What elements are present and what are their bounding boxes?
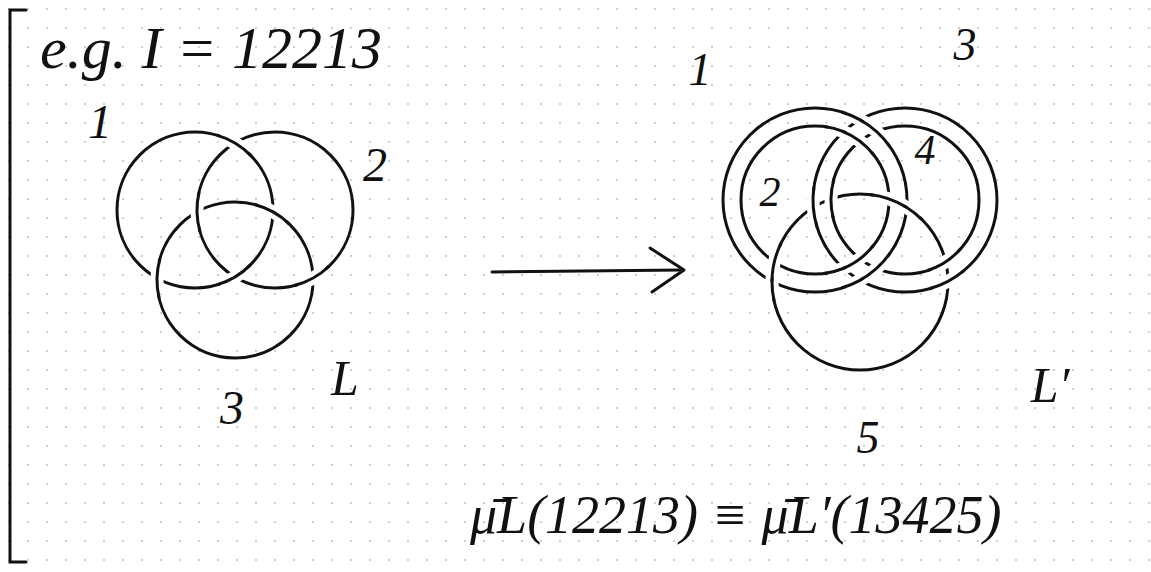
- link-diagram: [723, 108, 997, 370]
- crossing: [157, 258, 160, 298]
- link-component: [117, 132, 273, 288]
- over-strand: [813, 187, 817, 227]
- link-name: L: [331, 353, 359, 403]
- link-component: [831, 126, 979, 274]
- link-component: [197, 132, 353, 288]
- over-strand: [217, 135, 251, 155]
- example-heading: e.g. I = 12213: [40, 18, 382, 78]
- component-number: 1: [689, 47, 712, 93]
- over-strand: [294, 266, 329, 285]
- component-number: 4: [915, 129, 936, 171]
- crossing: [772, 243, 781, 282]
- crossing: [217, 135, 251, 155]
- crossing: [843, 131, 874, 155]
- over-strand: [843, 131, 874, 155]
- component-number: 3: [954, 22, 977, 68]
- over-strand: [772, 243, 781, 282]
- arrow-head: [650, 248, 684, 292]
- map-arrow: [492, 248, 684, 292]
- link-component: [813, 108, 997, 292]
- over-strand: [197, 192, 200, 232]
- link-diagram: [117, 132, 353, 358]
- crossing: [813, 187, 817, 227]
- over-strand: [157, 258, 160, 298]
- link-component: [723, 108, 907, 292]
- crossing: [870, 195, 907, 208]
- crossing: [294, 266, 329, 285]
- crossing: [831, 179, 834, 219]
- over-strand: [870, 195, 907, 208]
- over-strand: [831, 179, 834, 219]
- over-strand: [217, 265, 251, 285]
- component-number: 2: [363, 141, 387, 189]
- component-number: 3: [220, 384, 244, 432]
- over-strand: [254, 204, 289, 223]
- over-strand: [843, 245, 874, 269]
- component-number: 1: [88, 98, 112, 146]
- crossing: [197, 192, 200, 232]
- crossing: [843, 245, 874, 269]
- link-component: [157, 202, 313, 358]
- link-component: [741, 126, 889, 274]
- crossing: [217, 265, 251, 285]
- crossing: [254, 204, 289, 223]
- component-number: 2: [760, 171, 781, 213]
- link-name: L′: [1031, 360, 1070, 410]
- over-strand: [928, 249, 961, 271]
- crossing: [928, 249, 961, 271]
- milnor-invariant-equation: μ̄L(12213) ≡ μ̄L′(13425): [470, 488, 1001, 542]
- arrow-shaft: [492, 270, 682, 272]
- link-component: [772, 194, 948, 370]
- component-number: 5: [857, 415, 880, 461]
- left-bracket: [10, 10, 26, 562]
